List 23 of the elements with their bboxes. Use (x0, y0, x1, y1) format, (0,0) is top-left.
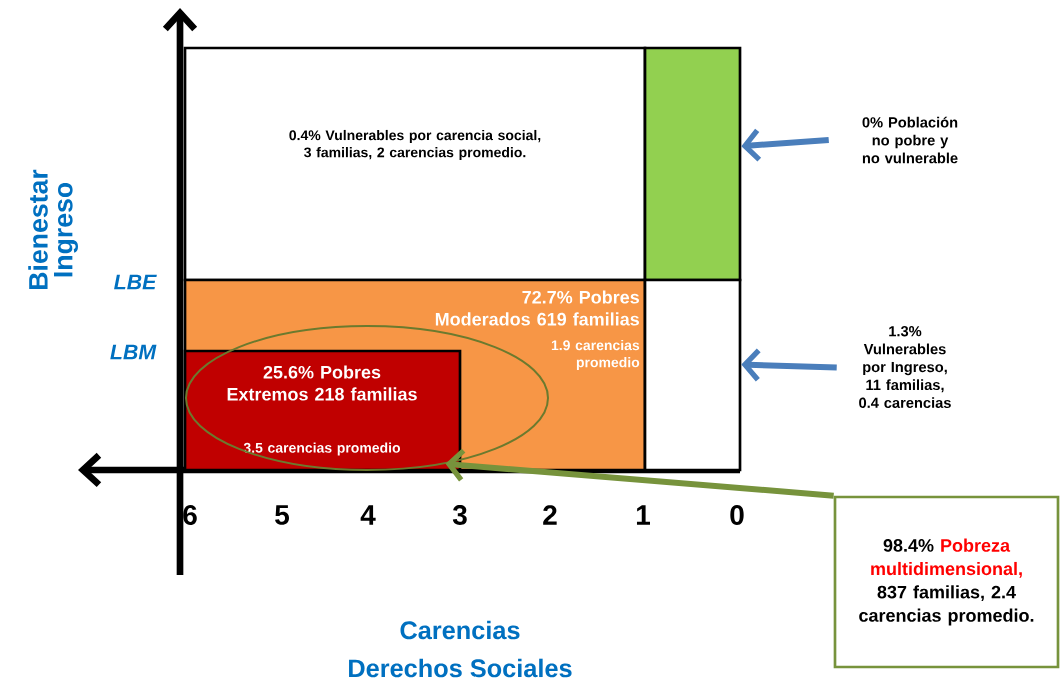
line-label: LBM (110, 344, 157, 360)
arrow (741, 128, 829, 162)
arrow (741, 348, 837, 382)
ellipse-outline (185, 325, 549, 471)
line-label: LBE (114, 274, 157, 290)
region-box: 0.4% Vulnerables por carencia social, 3 familias, 2 carencias promedio. (183, 46, 647, 282)
tick-label: 1 (636, 505, 650, 525)
arrow (445, 448, 834, 499)
tick-label: 0 (730, 505, 744, 525)
region-box (643, 278, 742, 472)
axis-title: Derechos Sociales (349, 658, 572, 678)
region-box (643, 46, 742, 282)
tick-label: 3 (452, 505, 467, 525)
axis-title: Ingreso (54, 182, 78, 277)
tick-label: 5 (275, 505, 289, 525)
callout-text: 0% Población no pobre y no vulnerable (862, 116, 958, 164)
tick-label: 6 (183, 505, 197, 525)
axis-title: Carencias (400, 620, 520, 640)
tick-label: 4 (360, 505, 376, 525)
callout-box: 98.4% Pobreza multidimensional, 837 familias, 2.4 carencias promedio. (833, 495, 1060, 669)
axis-title: Bienestar (28, 169, 48, 289)
tick-label: 2 (543, 505, 557, 525)
callout-text: 1.3% Vulnerables por Ingreso, 11 familias, 0.4 carencias (859, 326, 951, 408)
